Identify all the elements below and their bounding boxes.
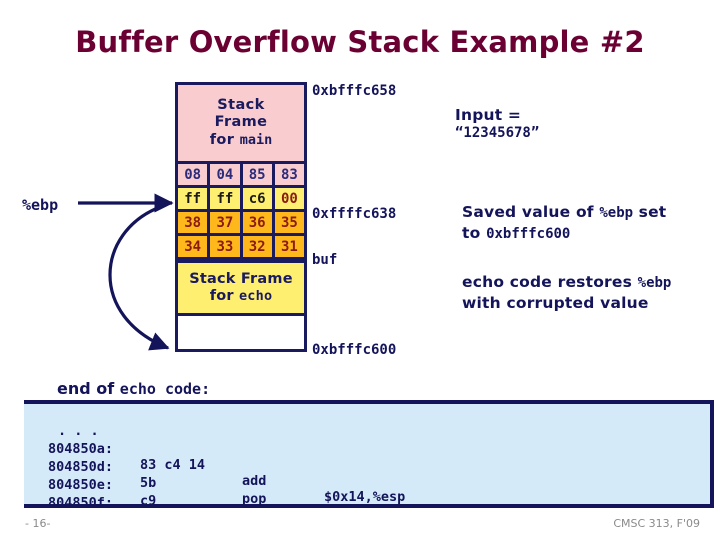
stack-frame-blank-box — [178, 316, 304, 349]
byte-cell: ff — [178, 188, 211, 209]
code-line: 804850e: c9 leave # movl %ebp, %esp; pop… — [34, 461, 710, 504]
note-input: Input = “12345678” — [455, 106, 539, 143]
byte-row-3: 34 33 32 31 — [178, 236, 304, 260]
code-operands: $0x14,%esp — [324, 489, 406, 505]
byte-cell: 04 — [210, 164, 243, 185]
code-line: . . . — [34, 407, 710, 439]
code-caption-tail: code: — [155, 380, 211, 398]
frame-main-line3-mono: main — [239, 131, 273, 148]
byte-row-1: ff ff c6 00 — [178, 188, 304, 212]
note-saved-w1: Saved value of — [462, 203, 600, 221]
byte-cell: 36 — [242, 212, 275, 233]
byte-cell: 83 — [274, 164, 304, 185]
code-comment: # deallocate space — [416, 505, 562, 508]
note-echo-line1: echo code restores %ebp — [462, 272, 671, 293]
frame-main-line3: for main — [210, 132, 273, 149]
address-label-top: 0xbfffc658 — [312, 83, 397, 99]
code-listing-box: . . . 804850a: 83 c4 14 add $0x14,%esp #… — [24, 400, 714, 508]
byte-cell: 32 — [242, 236, 275, 257]
code-bytes: 5b — [140, 475, 157, 491]
code-caption: end of echo code: — [57, 379, 210, 398]
note-input-line1: Input = — [455, 106, 522, 124]
address-label-mid: 0xffffc638 — [312, 206, 397, 222]
frame-echo-line2: for echo — [210, 288, 273, 305]
code-opcode: pop — [242, 491, 267, 507]
frame-echo-line1: Stack Frame — [189, 270, 293, 287]
code-address: 804850d: — [48, 459, 114, 475]
note-echo-restore: echo code restores %ebp with corrupted v… — [462, 272, 671, 313]
code-bytes: 83 c4 14 — [140, 457, 206, 473]
code-line: 804850d: 5b pop %ebx # restore %ebx — [34, 443, 710, 504]
note-saved-w2: set — [633, 203, 667, 221]
note-saved-m2: 0xbfffc600 — [486, 225, 571, 242]
code-bytes: c9 — [140, 493, 157, 508]
frame-main-line1: Stack — [217, 97, 265, 114]
footer-page-number: - 16- — [25, 517, 51, 530]
code-line: 804850f: c3 ret # Return — [34, 479, 710, 504]
stack-diagram: Stack Frame for main 08 04 85 83 ff ff c… — [175, 82, 307, 352]
address-label-bottom: 0xbfffc600 — [312, 342, 397, 358]
byte-row-0: 08 04 85 83 — [178, 164, 304, 188]
frame-echo-line2-prefix: for — [209, 288, 239, 304]
note-saved-m1: %ebp — [599, 205, 634, 221]
frame-main-line3-prefix: for — [209, 131, 240, 148]
note-input-line2: “12345678” — [455, 125, 540, 142]
byte-cell: 08 — [178, 164, 211, 185]
byte-cell: ff — [210, 188, 243, 209]
note-saved-w3: to — [462, 223, 487, 242]
byte-row-2: 38 37 36 35 — [178, 212, 304, 236]
code-opcode: add — [242, 473, 267, 489]
note-echo-line2: with corrupted value — [462, 293, 671, 313]
code-caption-mono: echo — [119, 380, 156, 398]
note-saved-line1: Saved value of %ebp set — [462, 202, 666, 223]
note-saved-ebp: Saved value of %ebp set to 0xbfffc600 — [462, 202, 666, 243]
code-line: 804850a: 83 c4 14 add $0x14,%esp # deall… — [34, 425, 710, 504]
code-address: 804850f: — [48, 495, 114, 508]
byte-cell: 35 — [274, 212, 304, 233]
byte-cell: c6 — [242, 188, 275, 209]
note-saved-line2: to 0xbfffc600 — [462, 223, 666, 244]
ebp-register-label: %ebp — [22, 196, 59, 214]
code-operands: %ebx — [324, 507, 357, 508]
byte-cell: 85 — [242, 164, 275, 185]
stack-frame-echo-box: Stack Frame for echo — [178, 260, 304, 316]
note-echo-w2: with corrupted value — [462, 293, 649, 312]
byte-cell: 33 — [210, 236, 243, 257]
byte-cell: 38 — [178, 212, 211, 233]
frame-main-line2: Frame — [214, 114, 268, 131]
code-address: 804850a: — [48, 441, 114, 457]
code-ellipsis: . . . — [58, 423, 99, 439]
code-caption-bold: end of — [57, 379, 120, 398]
footer-course-label: CMSC 313, F'09 — [613, 517, 700, 530]
code-address: 804850e: — [48, 477, 114, 493]
byte-cell: 00 — [274, 188, 304, 209]
frame-echo-line2-mono: echo — [238, 288, 273, 304]
page-title: Buffer Overflow Stack Example #2 — [75, 25, 645, 59]
code-comment-text: # deallocate space — [416, 505, 562, 508]
buf-label: buf — [312, 252, 338, 268]
note-echo-w1: echo code restores — [462, 273, 638, 291]
note-echo-m1: %ebp — [637, 275, 672, 291]
stack-frame-main-box: Stack Frame for main — [178, 85, 304, 164]
byte-cell: 37 — [210, 212, 243, 233]
ebp-curved-arrow — [108, 205, 170, 351]
byte-cell: 31 — [274, 236, 304, 257]
byte-cell: 34 — [178, 236, 211, 257]
